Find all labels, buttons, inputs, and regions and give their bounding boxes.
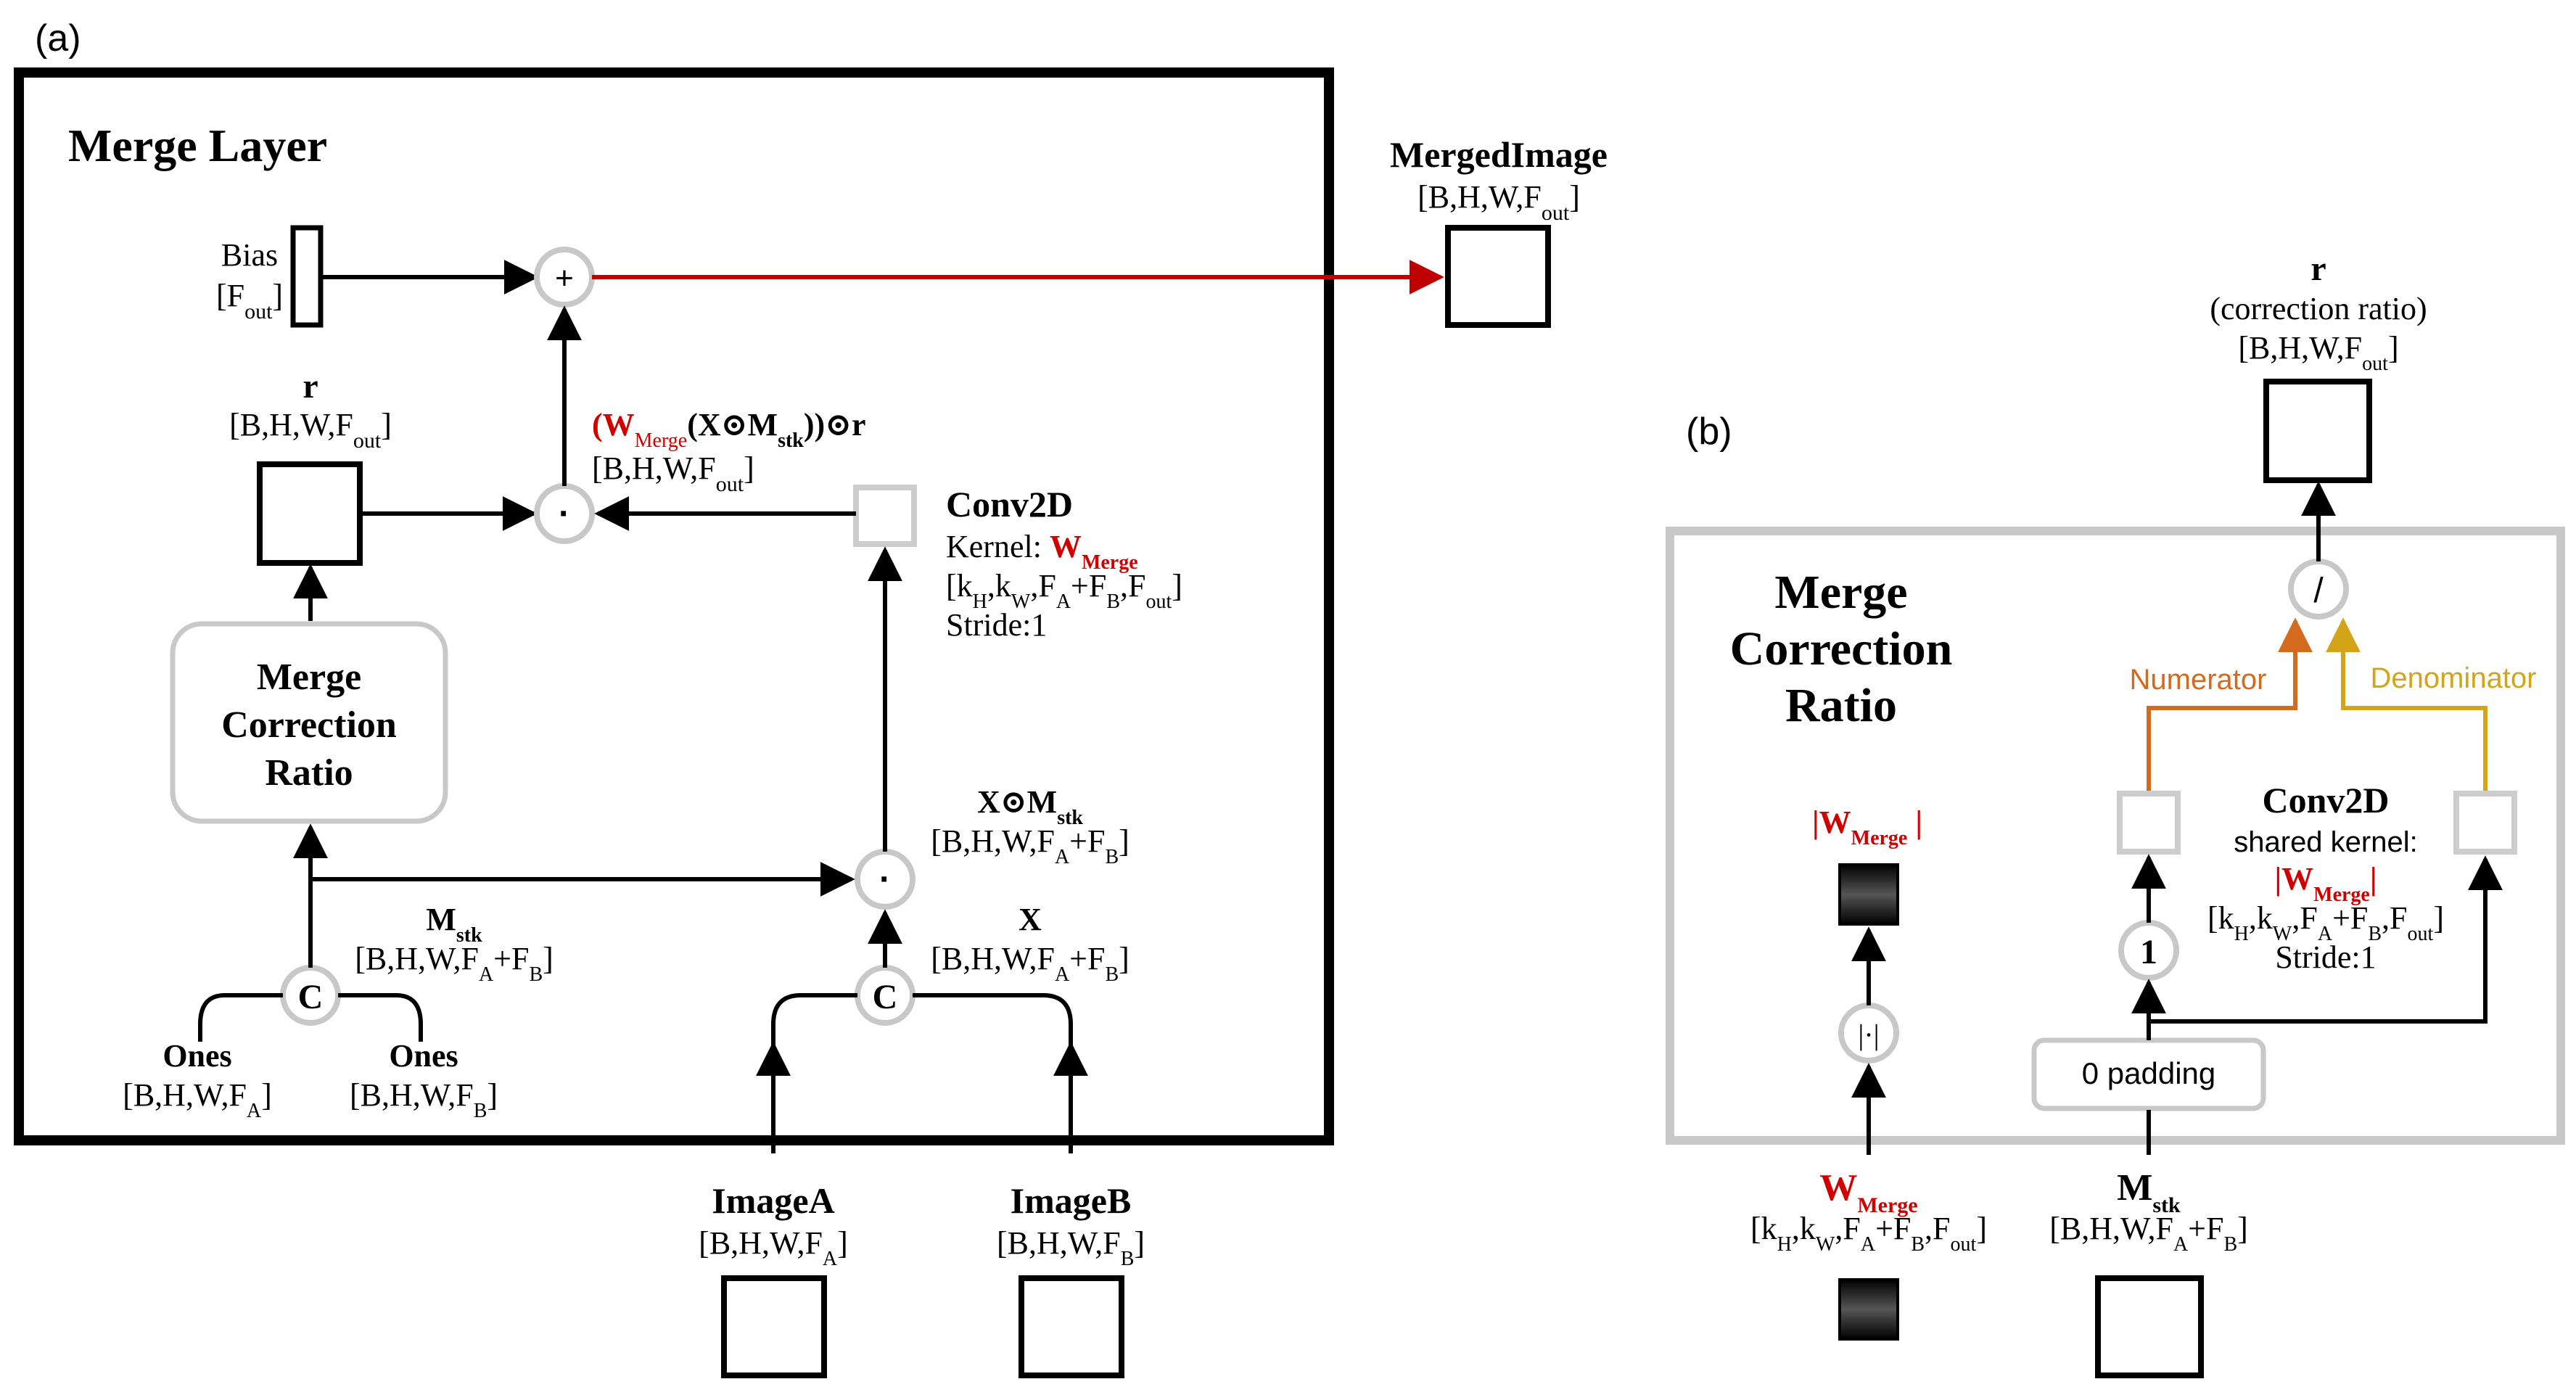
conv2d-label: Conv2D [946,484,1073,524]
mul-r-op-symbol: · [559,495,570,533]
mstk-input-shape: [B,H,W,FA+FB] [2049,1211,2248,1256]
r-out-box [2263,379,2372,483]
shared-conv-stride: Stride:1 [2275,939,2376,975]
ones-b-label: Ones [389,1038,458,1074]
numerator-path [2147,617,2313,797]
ones-a-connector [198,993,283,1042]
merge-layer-frame [14,67,1334,1145]
abs-w-label: |WMerge | [1812,804,1922,849]
denominator-path [2326,617,2487,797]
shared-conv-kernel: |WMerge| [2274,861,2377,906]
image-a-box [721,1275,827,1378]
product-shape: [B,H,W,Fout] [592,450,754,496]
image-b-connector [913,993,1073,1153]
w-merge-input-label: WMerge [1819,1167,1917,1217]
panel-b-label: (b) [1686,411,1732,453]
mstk-shape: [B,H,W,FA+FB] [355,941,554,986]
merged-image-shape: [B,H,W,Fout] [1417,179,1580,225]
image-a-label: ImageA [712,1180,834,1221]
numerator-label: Numerator [2130,664,2267,696]
r-out-desc: (correction ratio) [2210,291,2427,326]
conv2d-box [853,485,917,547]
w-merge-input-shape: [kH,kW,FA+FB,Fout] [1750,1211,1987,1256]
mul-mask-op-symbol: · [879,860,891,899]
r-out-shape: [B,H,W,Fout] [2238,330,2398,375]
ones-a-label: Ones [162,1038,231,1074]
x-shape: [B,H,W,FA+FB] [931,941,1129,986]
denominator-label: Denominator [2370,662,2536,694]
panel-a-label: (a) [35,17,81,59]
mcr-line-1: Merge [257,657,361,698]
conv2d-kernel: Kernel: WMerge [946,529,1138,574]
mstk-label: Mstk [426,902,482,947]
shared-conv-shape: [kH,kW,FA+FB,Fout] [2207,900,2444,945]
product-label: (WMerge(X⊙Mstk))⊙r [592,407,866,452]
divide-op-symbol: / [2313,572,2324,610]
ones-b-shape: [B,H,W,FB] [350,1077,498,1122]
ones-b-connector [338,993,423,1042]
plus-op-symbol: + [555,260,574,296]
conv2d-shape: [kH,kW,FA+FB,Fout] [946,568,1182,613]
xm-shape: [B,H,W,FA+FB] [931,823,1129,868]
abs-w-tensor [1838,863,1899,926]
r-label: r [303,367,318,406]
merge-correction-ratio-box [170,621,448,824]
concat-mask-symbol: C [298,978,324,1016]
merge-layer-title: Merge Layer [68,120,327,171]
mstk-input-box [2095,1275,2204,1378]
conv-denominator-box [2453,791,2517,855]
concat-image-symbol: C [873,978,898,1016]
r-out-label: r [2310,250,2326,288]
bias-box [290,225,324,328]
one-op-symbol: 1 [2140,933,2157,971]
shared-conv-label: Conv2D [2262,780,2389,820]
r-shape: [B,H,W,Fout] [229,407,392,453]
mcr-line-3: Ratio [265,752,353,794]
conv-numerator-box [2117,791,2181,855]
x-label: X [1019,902,1042,937]
ones-a-shape: [B,H,W,FA] [123,1077,272,1122]
conv2d-stride: Stride:1 [946,607,1047,643]
mcr-title-line-3: Ratio [1785,679,1897,732]
mcr-title-line-2: Correction [1730,622,1953,675]
image-a-shape: [B,H,W,FA] [699,1225,848,1270]
bias-label: Bias [221,237,278,273]
abs-op-symbol: |·| [1858,1018,1879,1051]
mcr-title-line-1: Merge [1774,566,1907,619]
merged-image-box [1445,225,1551,328]
pad-to-denominator-conv-arrow [2149,855,2503,1024]
merged-image-label: MergedImage [1390,134,1608,175]
mcr-frame [1666,527,2565,1145]
image-b-label: ImageB [1011,1180,1132,1221]
xm-label: X⊙Mstk [977,784,1083,829]
bias-shape: [Fout] [216,278,283,324]
zero-padding-label: 0 padding [2082,1056,2216,1090]
r-box [257,461,363,566]
image-b-shape: [B,H,W,FB] [997,1225,1145,1270]
w-merge-input-tensor [1838,1278,1899,1341]
mstk-input-label: Mstk [2117,1167,2181,1217]
shared-conv-desc: shared kernel: [2234,826,2417,858]
mcr-line-2: Correction [221,704,397,746]
image-a-connector [771,993,857,1153]
image-b-box [1019,1275,1124,1378]
